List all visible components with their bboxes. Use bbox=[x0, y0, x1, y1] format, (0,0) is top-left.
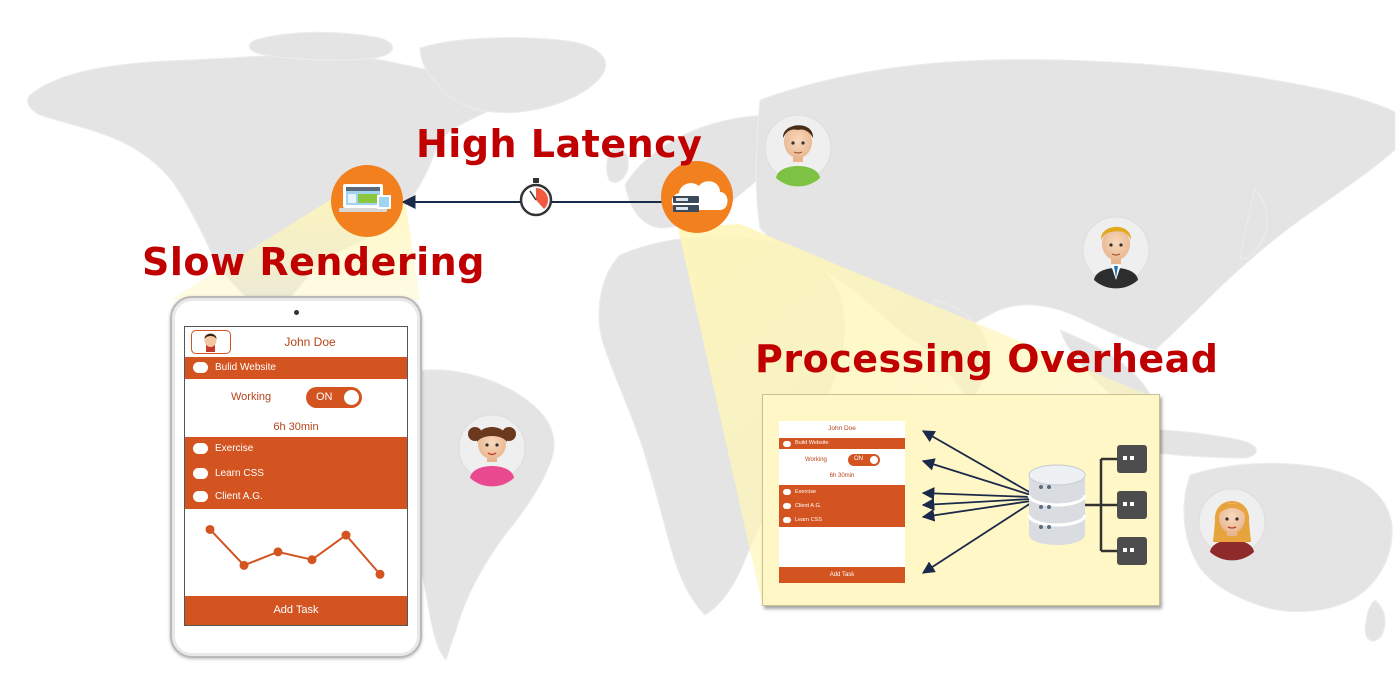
response-arrow bbox=[921, 500, 1032, 522]
duration-text: 6h 30min bbox=[273, 421, 319, 433]
mini-task-item: Learn CSS bbox=[779, 513, 905, 527]
uk bbox=[606, 148, 629, 183]
mini-duration-text: 6h 30min bbox=[829, 473, 855, 479]
mini-status-label: Working bbox=[805, 457, 827, 463]
status-label: Working bbox=[231, 391, 272, 403]
server-icon bbox=[1117, 537, 1147, 565]
slow-rendering-label: Slow Rendering bbox=[142, 240, 485, 284]
mini-task-item: Client A.G. bbox=[779, 499, 905, 513]
chart-point bbox=[307, 555, 317, 565]
mini-user-name: John Doe bbox=[828, 425, 856, 432]
user-avatar-australia bbox=[1198, 488, 1266, 561]
mini-task-item: Exercise bbox=[779, 485, 905, 499]
chart-point bbox=[239, 560, 249, 570]
avatar bbox=[191, 330, 231, 354]
task-list: Exercise Learn CSS Client A.G. bbox=[185, 437, 407, 509]
mini-task-label: Learn CSS bbox=[795, 517, 822, 523]
response-arrow bbox=[921, 430, 1032, 494]
task-checkbox[interactable] bbox=[193, 468, 208, 479]
chart-point bbox=[205, 524, 215, 534]
server-connections bbox=[1085, 457, 1117, 553]
activity-line-chart bbox=[205, 524, 385, 579]
chart-line bbox=[209, 528, 381, 575]
response-arrow bbox=[921, 498, 1032, 511]
task-label: Client A.G. bbox=[215, 491, 263, 502]
chart-point bbox=[273, 547, 283, 557]
task-checkbox[interactable] bbox=[193, 443, 208, 454]
database-icon bbox=[1027, 464, 1087, 545]
mini-toggle-label: ON bbox=[854, 456, 863, 462]
cloud-server-icon bbox=[661, 161, 733, 233]
response-arrow bbox=[921, 458, 1032, 496]
mini-add-task-bar: Add Task bbox=[779, 567, 905, 583]
user-avatar-south-america bbox=[458, 414, 526, 487]
processing-overhead-label: Processing Overhead bbox=[755, 337, 1219, 381]
chart-point bbox=[375, 569, 385, 579]
stopwatch-icon bbox=[519, 178, 553, 217]
add-task-button[interactable]: Add Task bbox=[185, 596, 407, 625]
new-zealand bbox=[1364, 599, 1386, 642]
task-item-top[interactable]: Bulid Website bbox=[185, 357, 407, 379]
user-face-icon bbox=[204, 333, 217, 352]
high-latency-label: High Latency bbox=[416, 122, 703, 166]
user-avatar-asia bbox=[1082, 216, 1150, 289]
mini-task-checkbox bbox=[783, 517, 791, 523]
task-checkbox[interactable] bbox=[193, 362, 208, 373]
task-item[interactable]: Exercise bbox=[185, 437, 407, 461]
app-header: John Doe bbox=[185, 327, 407, 357]
task-label: Learn CSS bbox=[215, 468, 264, 479]
user-name: John Doe bbox=[284, 335, 336, 349]
response-arrows bbox=[921, 430, 1032, 574]
arctic-islands bbox=[248, 31, 393, 61]
server-icon bbox=[1117, 445, 1147, 473]
mini-task-label: Exercise bbox=[795, 489, 817, 495]
user-avatar-europe bbox=[764, 114, 832, 187]
mini-task-item-top: Build Website bbox=[779, 438, 905, 449]
response-arrow bbox=[921, 502, 1032, 574]
server-icon bbox=[1117, 491, 1147, 519]
toggle-label: ON bbox=[316, 391, 333, 403]
working-toggle[interactable]: ON bbox=[306, 387, 362, 408]
laptop-screens-icon bbox=[331, 165, 403, 237]
task-item[interactable]: Client A.G. bbox=[185, 485, 407, 509]
toggle-knob bbox=[344, 390, 359, 405]
mini-task-label: Build Website bbox=[795, 440, 829, 446]
tablet-device: John Doe Bulid Website Working ON 6h 30m… bbox=[170, 296, 422, 658]
mini-task-label: Client A.G. bbox=[795, 503, 822, 509]
mini-working-toggle: ON bbox=[848, 454, 880, 466]
task-app-screen: John Doe Bulid Website Working ON 6h 30m… bbox=[184, 326, 408, 626]
camera-dot bbox=[294, 310, 299, 315]
greenland bbox=[419, 37, 607, 114]
japan bbox=[1239, 189, 1268, 260]
mini-task-list: Exercise Client A.G. Learn CSS bbox=[779, 485, 905, 527]
task-checkbox[interactable] bbox=[193, 491, 208, 502]
task-label: Bulid Website bbox=[215, 362, 276, 373]
task-item[interactable]: Learn CSS bbox=[185, 461, 407, 485]
chart-point bbox=[341, 530, 351, 540]
mini-task-checkbox bbox=[783, 489, 791, 495]
processing-graphic bbox=[921, 430, 1147, 574]
mini-task-app: John Doe Build Website Working ON 6h 30m… bbox=[779, 421, 905, 583]
response-arrow bbox=[921, 487, 1032, 500]
mini-task-checkbox bbox=[783, 440, 791, 447]
mini-task-checkbox bbox=[783, 503, 791, 509]
task-label: Exercise bbox=[215, 443, 254, 454]
processing-panel: John Doe Build Website Working ON 6h 30m… bbox=[762, 394, 1160, 606]
mini-toggle-knob bbox=[870, 456, 878, 464]
